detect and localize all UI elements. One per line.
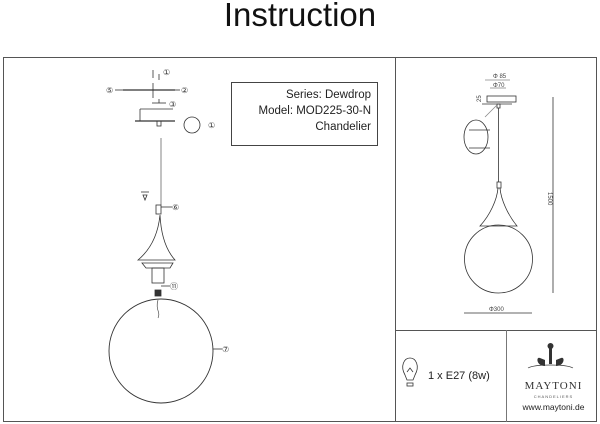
page-title: Instruction <box>223 0 377 33</box>
product-info-box: Series: Dewdrop Model: MOD225-30-N Chand… <box>231 82 378 146</box>
brand-url: www.maytoni.de <box>522 402 585 412</box>
maytoni-logo-icon <box>527 343 574 369</box>
callout-1b: ① <box>208 121 215 130</box>
dim-canopy-inner: Φ70 <box>493 83 505 89</box>
dim-diameter: Φ300 <box>489 307 504 313</box>
bulb-icon <box>402 357 418 387</box>
dim-height: 1500 <box>546 192 552 206</box>
brand-name: MAYTONI <box>524 380 583 392</box>
dimension-drawing <box>463 79 554 314</box>
dim-canopy-height: 25 <box>477 95 483 102</box>
assembly-diagram <box>108 70 222 404</box>
outer-frame <box>3 57 597 422</box>
brand-tagline: CHANDELIERS <box>533 394 574 399</box>
product-type-label: Chandelier <box>315 121 371 133</box>
callout-3: ③ <box>169 100 176 109</box>
callout-6: ⑥ <box>172 203 179 212</box>
callout-1: ① <box>163 68 170 77</box>
callout-11: ⑪ <box>170 282 178 291</box>
callout-5: ⑤ <box>106 86 113 95</box>
dim-canopy-outer: Φ 85 <box>493 74 507 80</box>
callout-2: ② <box>181 86 188 95</box>
model-label: Model: MOD225-30-N <box>258 105 371 117</box>
bulb-spec: 1 x E27 (8w) <box>428 370 490 382</box>
callout-7: ⑦ <box>222 345 229 354</box>
series-label: Series: Dewdrop <box>285 89 371 101</box>
